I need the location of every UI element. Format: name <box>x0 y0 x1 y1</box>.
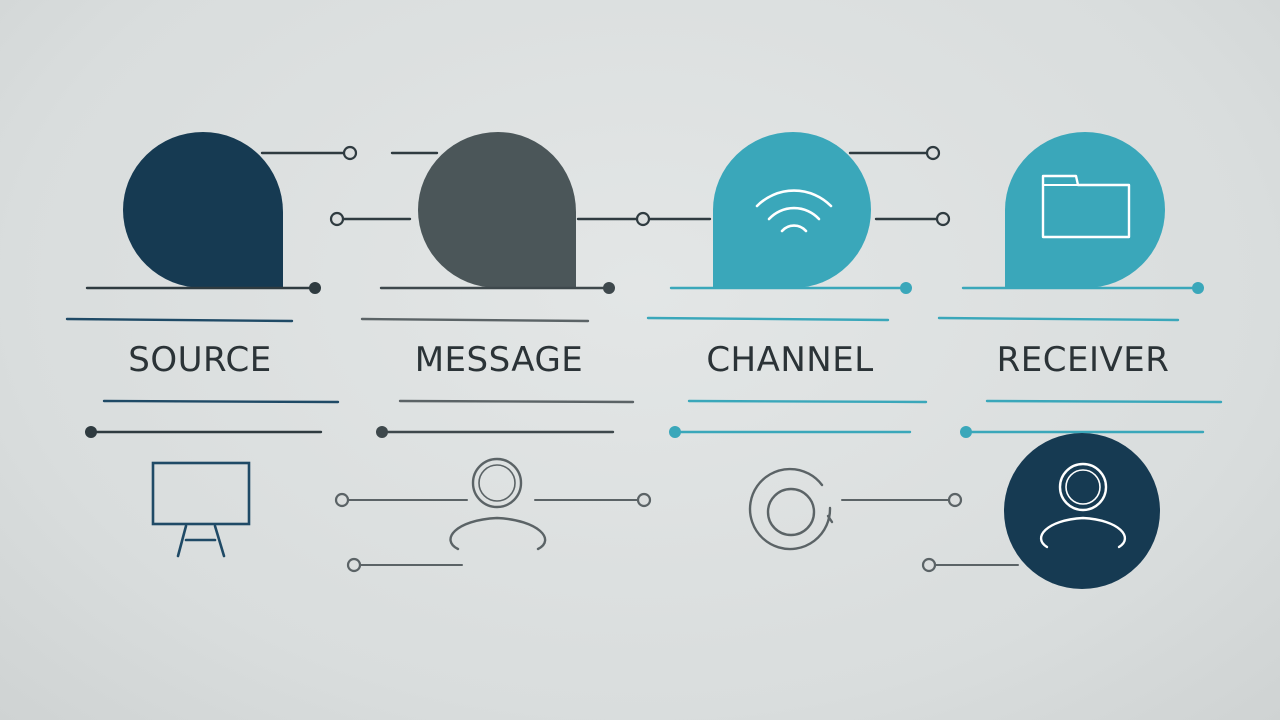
message-label: MESSAGE <box>415 340 584 380</box>
channel-node-bottom-right <box>947 492 963 508</box>
receiver-label: RECEIVER <box>997 340 1170 380</box>
message-bubble-shape <box>418 132 576 288</box>
stage-receiver: RECEIVER <box>921 132 1223 589</box>
channel-node-top <box>925 145 941 161</box>
source-bubble-shape <box>123 132 283 288</box>
user-icon <box>449 457 547 551</box>
source-label: SOURCE <box>128 340 271 380</box>
message-node-bottom-left <box>334 492 350 508</box>
receiver-node-low <box>960 426 972 438</box>
target-circle-icon <box>748 467 834 551</box>
folder-icon <box>1041 174 1131 239</box>
monitor-icon <box>151 461 251 558</box>
message-node-baseline <box>603 282 615 294</box>
channel-node-low <box>669 426 681 438</box>
message-node-bottom-right <box>636 492 652 508</box>
message-node-left <box>329 211 345 227</box>
receiver-node-baseline <box>1192 282 1204 294</box>
channel-underline-top <box>646 316 890 322</box>
channel-node-right <box>935 211 951 227</box>
source-node-low <box>85 426 97 438</box>
stage-message: MESSAGE <box>329 132 652 573</box>
receiver-underline-top <box>937 316 1180 322</box>
message-node-low <box>376 426 388 438</box>
receiver-bubble-shape <box>1005 132 1165 288</box>
channel-underline-bottom <box>687 399 928 404</box>
channel-node-baseline <box>900 282 912 294</box>
receiver-underline-bottom <box>985 399 1223 404</box>
message-underline-bottom <box>398 399 635 404</box>
message-underline-top <box>360 317 590 323</box>
message-node-right <box>635 211 651 227</box>
source-node-baseline <box>309 282 321 294</box>
channel-label: CHANNEL <box>706 340 873 380</box>
wifi-icon <box>755 189 833 233</box>
source-node-top <box>342 145 358 161</box>
channel-bubble-shape <box>713 132 871 288</box>
source-underline-top <box>65 317 294 323</box>
receiver-node-bottom-low <box>921 557 937 573</box>
stage-source: SOURCE <box>65 132 358 558</box>
source-underline-bottom <box>102 399 340 404</box>
message-node-bottom-low <box>346 557 362 573</box>
user-circle-icon <box>1004 433 1160 589</box>
stage-channel: CHANNEL <box>646 132 963 551</box>
